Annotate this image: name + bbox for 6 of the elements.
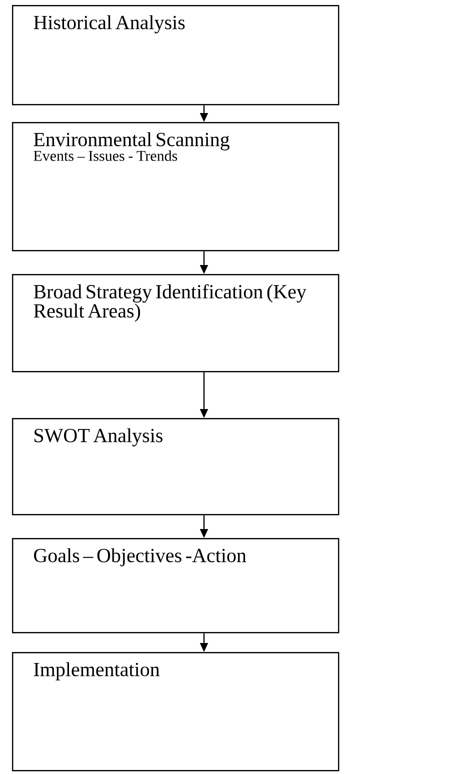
process-box: Goals – Objectives -Action xyxy=(12,538,340,634)
process-box: Implementation xyxy=(12,652,340,772)
process-box: SWOT Analysis xyxy=(12,418,340,516)
process-box: Broad Strategy Identification (Key Result Areas) xyxy=(12,274,340,372)
process-box: Environmental Scanning Events – Issues - Trends xyxy=(12,122,340,252)
process-box: Historical Analysis xyxy=(12,5,340,106)
